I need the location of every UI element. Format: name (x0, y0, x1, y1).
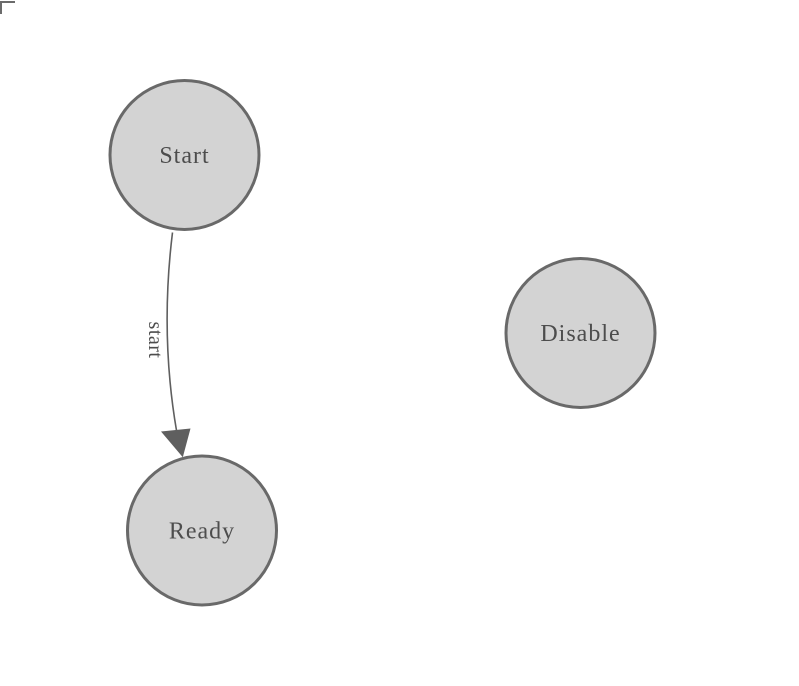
node-ready-label: Ready (169, 519, 235, 545)
node-disable[interactable]: Disable (504, 257, 657, 409)
node-ready[interactable]: Ready (126, 454, 278, 607)
canvas-corner-mark (0, 1, 15, 14)
node-disable-circle[interactable] (504, 257, 657, 409)
node-disable-label: Disable (540, 321, 620, 347)
edge-start-to-ready[interactable]: start (144, 232, 191, 458)
node-start-label: Start (159, 143, 209, 169)
node-ready-circle[interactable] (126, 454, 278, 607)
edge-label[interactable]: start (144, 322, 166, 359)
node-start[interactable]: Start (108, 79, 261, 231)
node-start-circle[interactable] (108, 79, 261, 231)
arrowhead-icon (161, 428, 191, 458)
edge-curve[interactable] (166, 232, 178, 431)
